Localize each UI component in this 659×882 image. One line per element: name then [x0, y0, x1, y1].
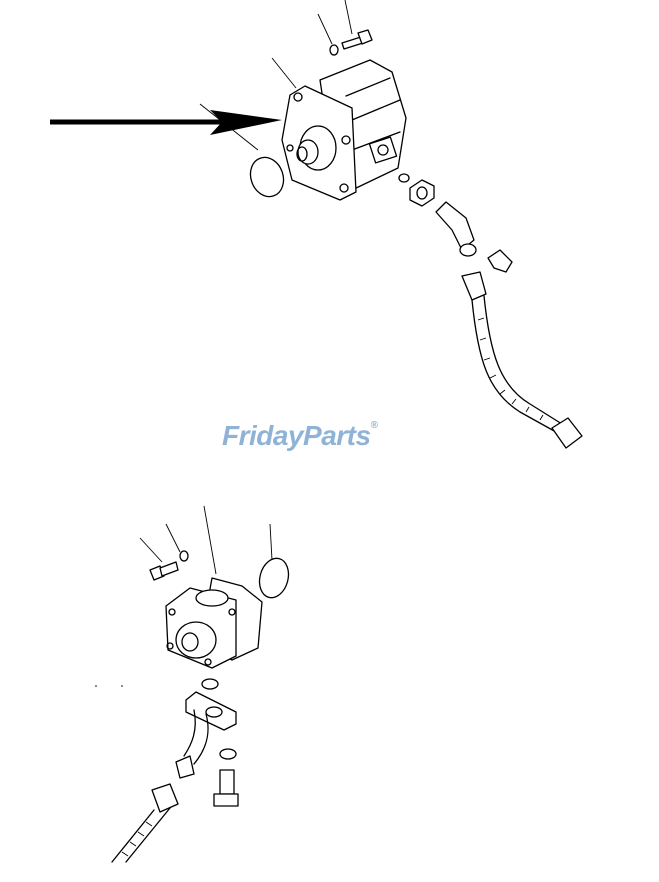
o-ring-upper — [249, 156, 285, 198]
o-ring-small-lower — [201, 678, 219, 690]
gear-pump-upper — [281, 59, 407, 201]
hydraulic-hose-upper — [461, 271, 583, 449]
watermark-text-right: Parts — [303, 420, 371, 451]
nut-upper — [409, 179, 435, 207]
pointer-arrow — [50, 110, 282, 135]
hydraulic-hose-lower — [111, 783, 179, 863]
elbow-fitting-upper — [435, 201, 477, 257]
tube-lower — [175, 709, 209, 779]
mounting-bolt-upper — [341, 29, 373, 50]
washer-lower — [179, 550, 189, 562]
lower-assembly — [95, 505, 290, 863]
o-ring-small-upper — [398, 173, 410, 183]
watermark-registered-mark: ® — [370, 420, 378, 431]
watermark-logo: FridayParts® — [222, 420, 442, 460]
washer-lower-2 — [219, 748, 237, 760]
watermark-text-left: Friday — [222, 420, 304, 451]
washer-upper — [329, 44, 339, 56]
adapter-upper — [487, 249, 513, 273]
gear-pump-lower — [165, 577, 263, 669]
upper-assembly — [199, 0, 583, 449]
mounting-bolt-lower — [149, 561, 179, 581]
bolt-lower — [213, 769, 239, 807]
flange-lower — [185, 691, 237, 731]
o-ring-lower — [258, 557, 290, 599]
